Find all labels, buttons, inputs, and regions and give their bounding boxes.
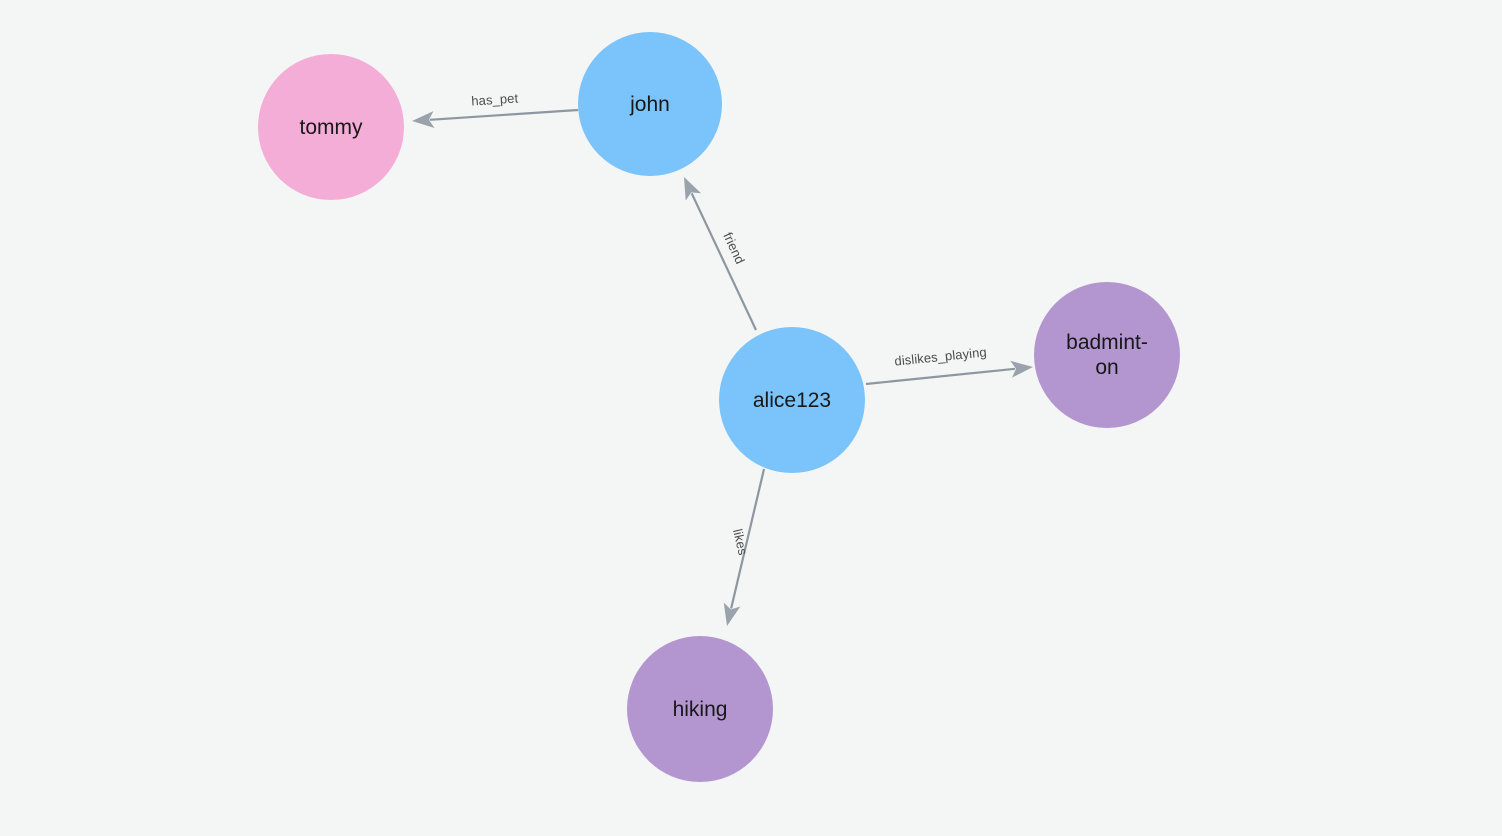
graph-node-label: badmint- on: [1066, 331, 1148, 379]
graph-node-label: alice123: [752, 388, 832, 412]
edge-label: dislikes_playing: [894, 344, 988, 368]
edge-arrowhead-icon: [723, 602, 741, 626]
edges-group: [412, 108, 1033, 626]
edge-line[interactable]: [865, 367, 1016, 386]
edge-label: likes: [730, 527, 751, 557]
graph-node-tommy[interactable]: tommy: [258, 54, 404, 200]
graph-node-label: tommy: [299, 115, 363, 139]
graph-node-hiking[interactable]: hiking: [627, 636, 773, 782]
graph-node-alice123[interactable]: alice123: [719, 327, 865, 473]
graph-node-label: hiking: [672, 697, 728, 721]
edge-line[interactable]: [730, 468, 766, 609]
edge-arrowhead-icon: [412, 111, 435, 129]
edge-arrowhead-icon: [684, 177, 702, 201]
edge-arrowhead-icon: [1010, 360, 1033, 378]
graph-node-label: john: [630, 92, 670, 116]
edge-label: has_pet: [471, 90, 519, 108]
edge-line[interactable]: [429, 108, 579, 121]
graph-node-john[interactable]: john: [578, 32, 722, 176]
graph-node-badminton[interactable]: badmint- on: [1034, 282, 1180, 428]
edge-line[interactable]: [690, 192, 757, 331]
